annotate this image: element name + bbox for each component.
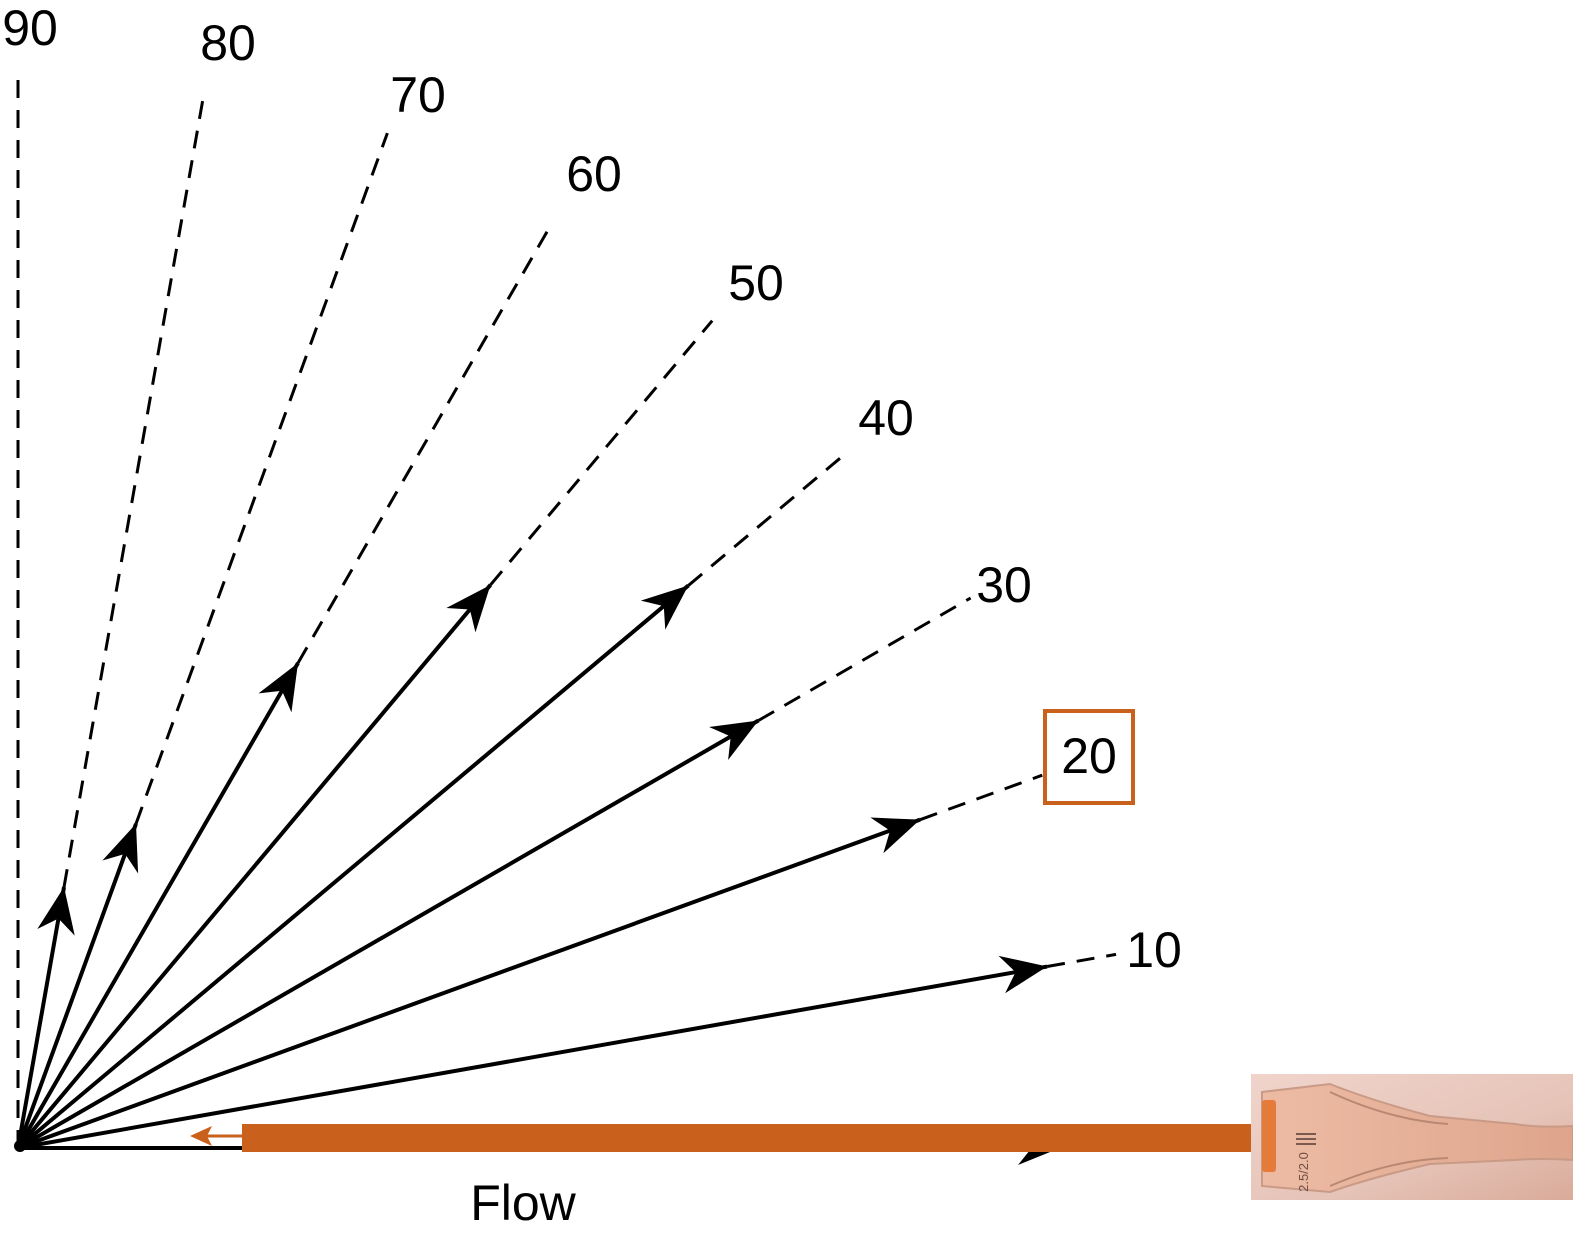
angle-lines: [16, 73, 1117, 1150]
flow-label: Flow: [470, 1175, 576, 1231]
origin-point: [14, 1140, 26, 1152]
angle-line-solid-80: [16, 886, 66, 1149]
angle-line-dashed-20: [919, 773, 1043, 822]
angle-arrowhead-40: [640, 585, 689, 630]
angle-arrowhead-30: [709, 720, 759, 760]
angle-arrowhead-70: [102, 823, 139, 874]
angle-arrowhead-60: [258, 663, 298, 713]
angle-line-dashed-40: [687, 452, 847, 587]
angle-line-solid-60: [16, 662, 300, 1149]
angle-line-dashed-50: [489, 319, 714, 586]
angle-line-dashed-80: [62, 93, 206, 888]
flow-arrowhead: [1018, 1150, 1055, 1165]
angle-label-30: 30: [976, 557, 1032, 613]
highlight-box-20: [1043, 709, 1135, 805]
angle-line-dashed-30: [757, 596, 972, 722]
probe-model-text: 2.5/2.0: [1296, 1152, 1311, 1192]
angle-line-solid-50: [16, 583, 492, 1150]
angle-line-solid-40: [16, 584, 690, 1150]
ultrasound-beam-bar: [242, 1124, 1254, 1152]
angle-label-80: 80: [200, 15, 256, 71]
angle-label-60: 60: [566, 146, 622, 202]
angle-line-dashed-70: [134, 132, 389, 825]
angle-arrowhead-50: [446, 584, 491, 633]
angle-line-dashed-10: [1046, 952, 1117, 969]
orange-return-arrowhead: [190, 1126, 212, 1146]
angle-label-50: 50: [728, 255, 784, 311]
angle-labels: 90 80 70 60 50 40 30 20 10: [2, 0, 1182, 978]
angle-label-40: 40: [858, 390, 914, 446]
angle-arrowhead-10: [998, 955, 1048, 994]
angle-label-70: 70: [390, 67, 446, 123]
angle-arrowhead-20: [870, 817, 921, 854]
angle-line-solid-10: [17, 964, 1048, 1150]
angle-line-solid-20: [17, 817, 921, 1150]
angle-line-dashed-60: [296, 229, 550, 664]
angle-label-10: 10: [1126, 922, 1182, 978]
angle-line-solid-70: [16, 823, 138, 1149]
angle-label-20: 20: [1061, 728, 1117, 784]
ultrasound-probe-image: 2.5/2.0: [1251, 1074, 1573, 1200]
angle-arrowhead-80: [37, 887, 75, 936]
angle-label-90: 90: [2, 0, 58, 56]
angle-line-solid-30: [17, 718, 760, 1150]
